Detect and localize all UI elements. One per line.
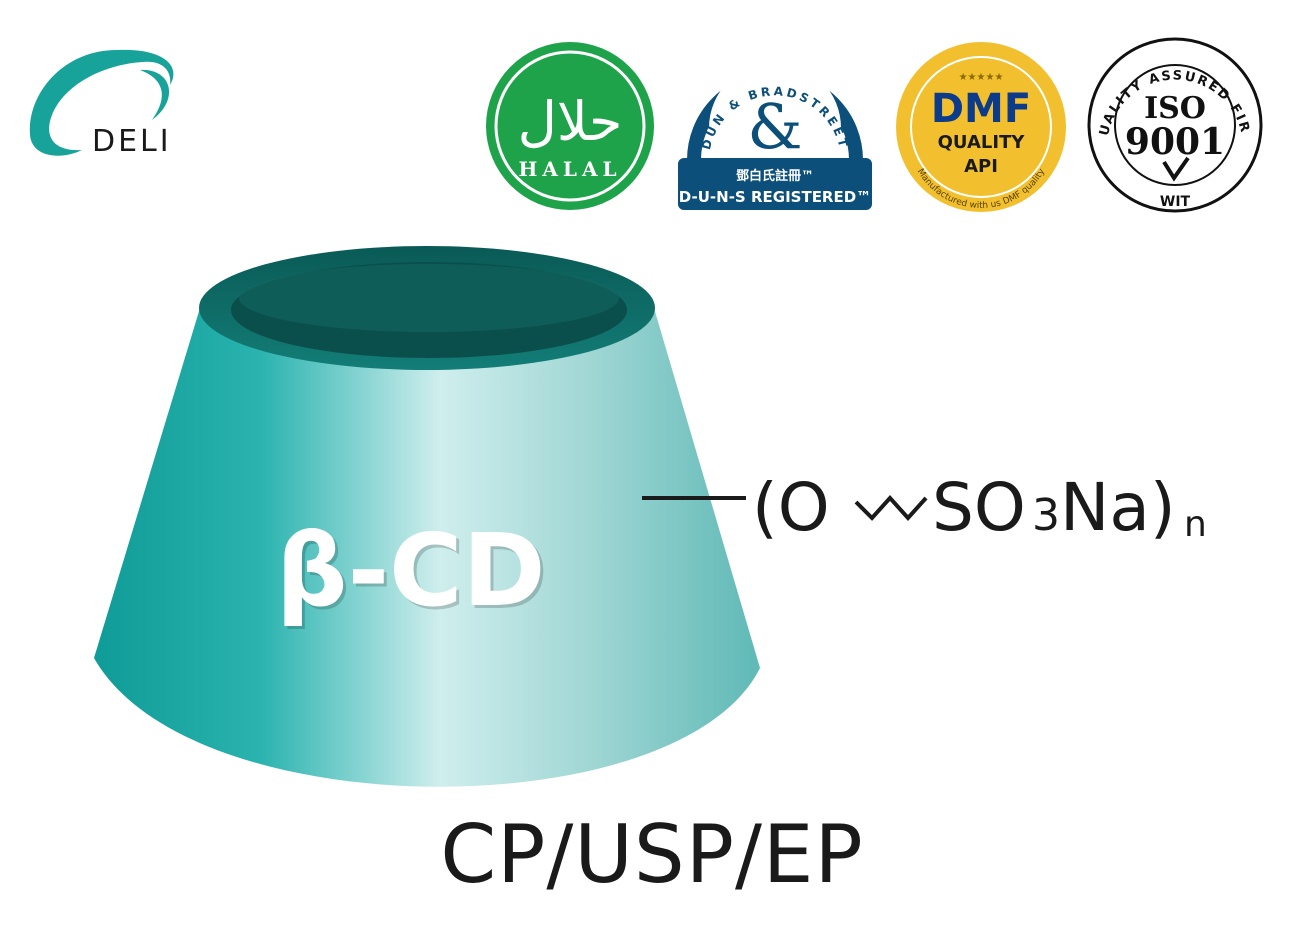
pharmacopoeia-grade: CP/USP/EP (440, 808, 864, 901)
cone-label: β-CD (276, 512, 546, 629)
formula-group: SO (932, 469, 1026, 546)
dmf-badge: ★★★★★ DMF QUALITY API Manufactured with … (894, 40, 1068, 214)
sulfobutyl-formula: (O SO 3 Na) n (640, 468, 1240, 568)
checkmark-icon (1162, 156, 1190, 182)
ampersand-icon: & (747, 90, 802, 163)
formula-open: (O (752, 469, 830, 546)
dnb-registered: D-U-N-S REGISTERED™ (679, 188, 871, 206)
dnb-chinese: 鄧白氏註冊™ (736, 168, 814, 184)
dmf-line2: API (964, 156, 998, 177)
formula-subn: n (1184, 504, 1207, 545)
iso-mark: WIT (1160, 194, 1191, 210)
brand-name: DELI (92, 124, 172, 159)
deli-swoosh-icon (29, 49, 174, 156)
halal-text: HALAL (518, 157, 621, 181)
halal-arabic: حلال (518, 90, 623, 153)
dmf-line1: QUALITY (938, 132, 1026, 153)
iso-badge: QUALITY ASSURED FIRM ISO 9001 WIT (1079, 25, 1264, 214)
formula-metal: Na) (1060, 469, 1176, 546)
formula-sub3: 3 (1032, 490, 1060, 541)
dmf-title: DMF (931, 86, 1031, 132)
beta-cd-cone-illustration (80, 238, 780, 798)
halal-badge: حلال HALAL (484, 40, 656, 212)
dnb-badge: DUN & BRADSTREET & 鄧白氏註冊™ D-U-N-S REGIST… (672, 40, 878, 215)
company-logo (22, 40, 192, 170)
iso-line1: ISO (1144, 91, 1206, 126)
dmf-stars: ★★★★★ (959, 72, 1004, 83)
iso-line2: 9001 (1125, 121, 1225, 163)
zigzag-chain-icon (854, 495, 928, 521)
